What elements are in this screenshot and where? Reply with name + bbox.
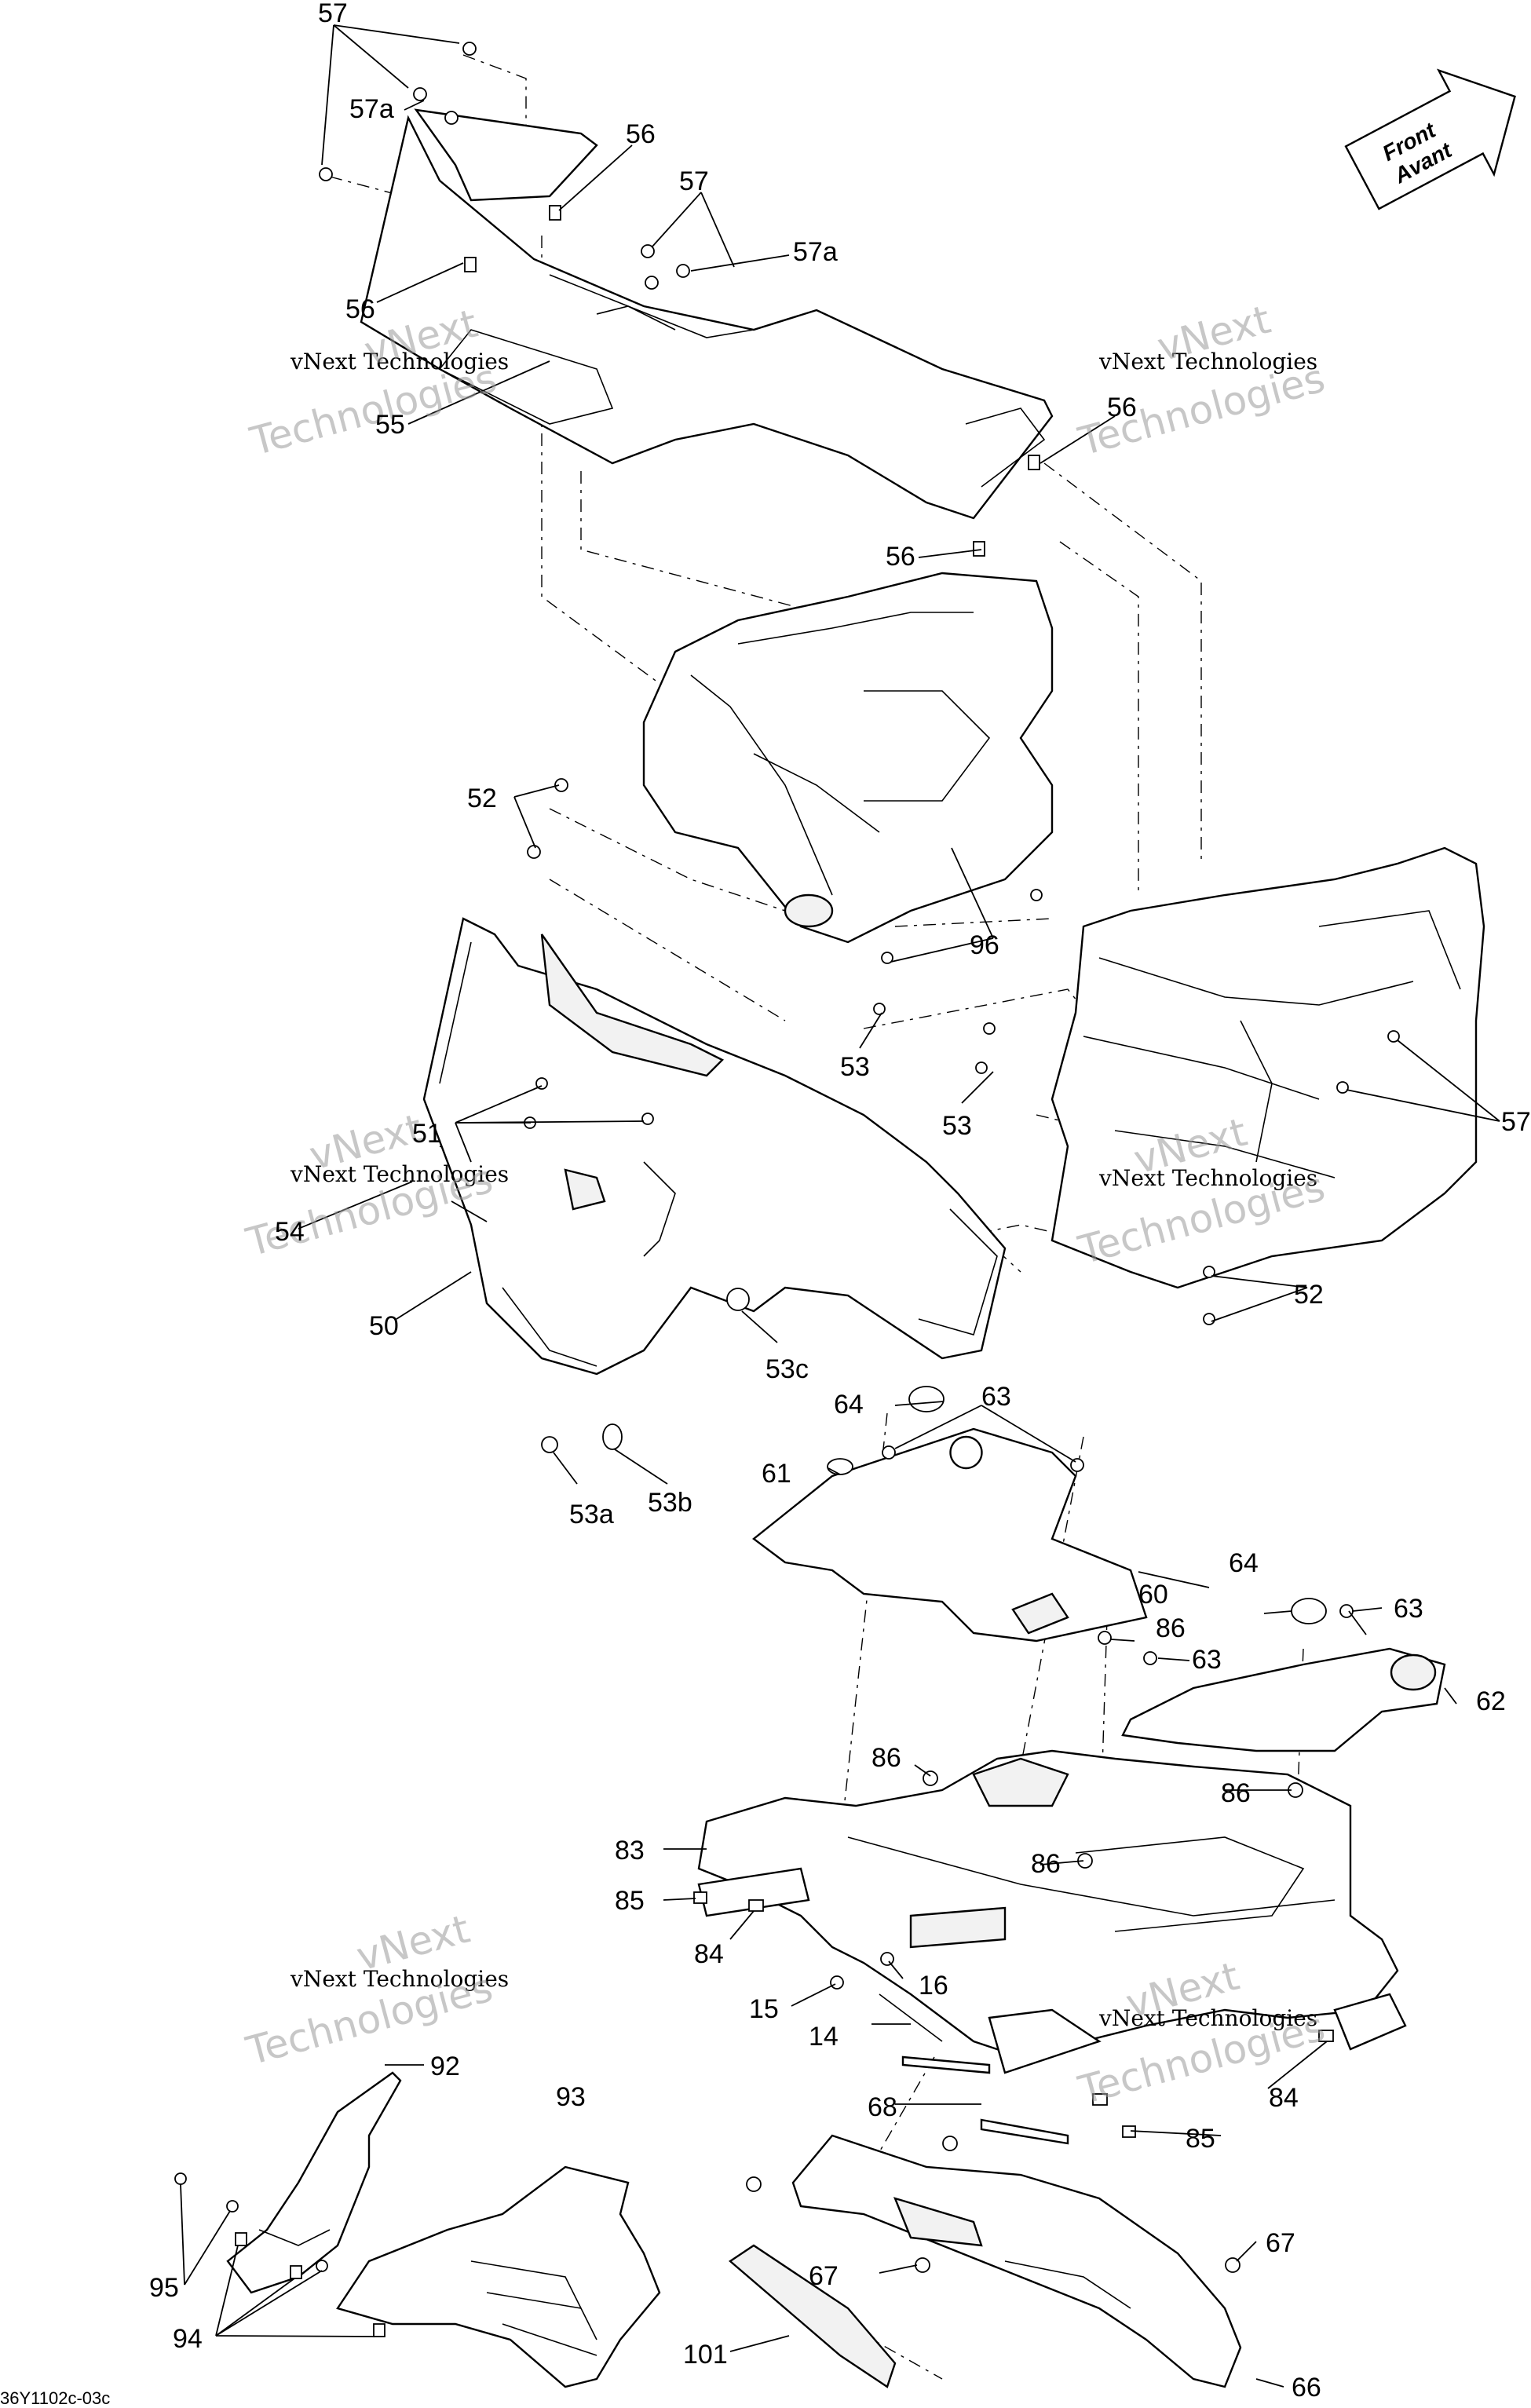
callout-84: 84 (694, 1939, 724, 1969)
hardware-fasteners (174, 42, 1400, 2337)
callout-57: 57 (318, 0, 348, 28)
callout-84: 84 (1269, 2083, 1299, 2113)
callout-54: 54 (275, 1217, 305, 1247)
callout-67: 67 (1266, 2228, 1295, 2258)
watermark-text: vNext Technologies (290, 349, 509, 375)
callout-55: 55 (375, 410, 405, 440)
callout-56: 56 (345, 294, 375, 324)
part-66-tunnel-cover (791, 2055, 1242, 2388)
part-93-guard (336, 2165, 661, 2388)
callout-95: 95 (149, 2273, 179, 2303)
callout-68: 68 (868, 2092, 897, 2122)
callout-62: 62 (1476, 1686, 1506, 1716)
callout-15: 15 (749, 1994, 779, 2024)
callout-53a: 53a (569, 1500, 614, 1529)
callout-56: 56 (1107, 393, 1137, 422)
part-50-front-cowl (422, 917, 1007, 1376)
part-upper-housing (642, 572, 1054, 944)
callout-83: 83 (615, 1836, 645, 1865)
callout-16: 16 (919, 1971, 948, 2001)
part-101-strip (729, 2244, 897, 2388)
callout-57: 57 (1501, 1107, 1531, 1137)
callout-93: 93 (556, 2082, 586, 2112)
part-60-tray (752, 1427, 1148, 1642)
callout-63: 63 (981, 1382, 1011, 1412)
callout-96: 96 (970, 930, 999, 960)
part-right-housing (1051, 846, 1485, 1289)
callout-14: 14 (809, 2022, 839, 2052)
document-id: 36Y1102c-03c (0, 2388, 110, 2408)
watermark-text: vNext Technologies (1098, 2005, 1317, 2031)
callout-92: 92 (430, 2052, 460, 2081)
callout-94: 94 (173, 2324, 203, 2354)
part-main-frame (697, 1749, 1407, 2074)
part-62-side-cover (1121, 1647, 1446, 1752)
callout-53: 53 (840, 1052, 870, 1082)
callout-85: 85 (615, 1886, 645, 1916)
callout-56: 56 (626, 119, 656, 149)
callout-66: 66 (1292, 2373, 1321, 2403)
callout-57: 57 (679, 166, 709, 196)
callout-86: 86 (871, 1743, 901, 1773)
callout-57a: 57a (349, 94, 394, 124)
callout-64: 64 (1229, 1548, 1259, 1578)
callout-53b: 53b (648, 1488, 692, 1518)
callout-86: 86 (1221, 1778, 1251, 1808)
callout-61: 61 (762, 1459, 791, 1489)
callout-53c: 53c (766, 1354, 809, 1384)
callout-50: 50 (369, 1311, 399, 1341)
callout-60: 60 (1138, 1580, 1168, 1610)
leader-lines (180, 24, 1500, 2388)
callout-53: 53 (942, 1111, 972, 1141)
callout-56: 56 (886, 542, 915, 572)
callout-64: 64 (834, 1390, 864, 1420)
callout-63: 63 (1394, 1594, 1423, 1624)
callout-101: 101 (683, 2340, 728, 2370)
front-direction-arrow: Front Avant (1344, 68, 1516, 210)
callout-52: 52 (467, 784, 497, 813)
callout-51: 51 (412, 1119, 442, 1149)
watermark-text: vNext Technologies (1098, 1165, 1317, 1191)
part-55-upper-panel (360, 108, 1054, 520)
watermark-text: vNext Technologies (290, 1161, 509, 1187)
callout-67: 67 (809, 2261, 839, 2291)
callout-86: 86 (1031, 1849, 1061, 1879)
callout-85: 85 (1186, 2124, 1215, 2154)
part-92-duct (226, 2071, 402, 2294)
callout-52: 52 (1294, 1280, 1324, 1310)
callout-63: 63 (1192, 1645, 1222, 1675)
watermark-text: vNext Technologies (290, 1966, 509, 1992)
watermark-text: vNext Technologies (1098, 349, 1317, 375)
callout-labels: 57 57a 56 57 57a 56 55 56 56 52 96 53 53… (149, 0, 1531, 2403)
callout-57a: 57a (793, 237, 838, 267)
callout-86: 86 (1156, 1613, 1186, 1643)
